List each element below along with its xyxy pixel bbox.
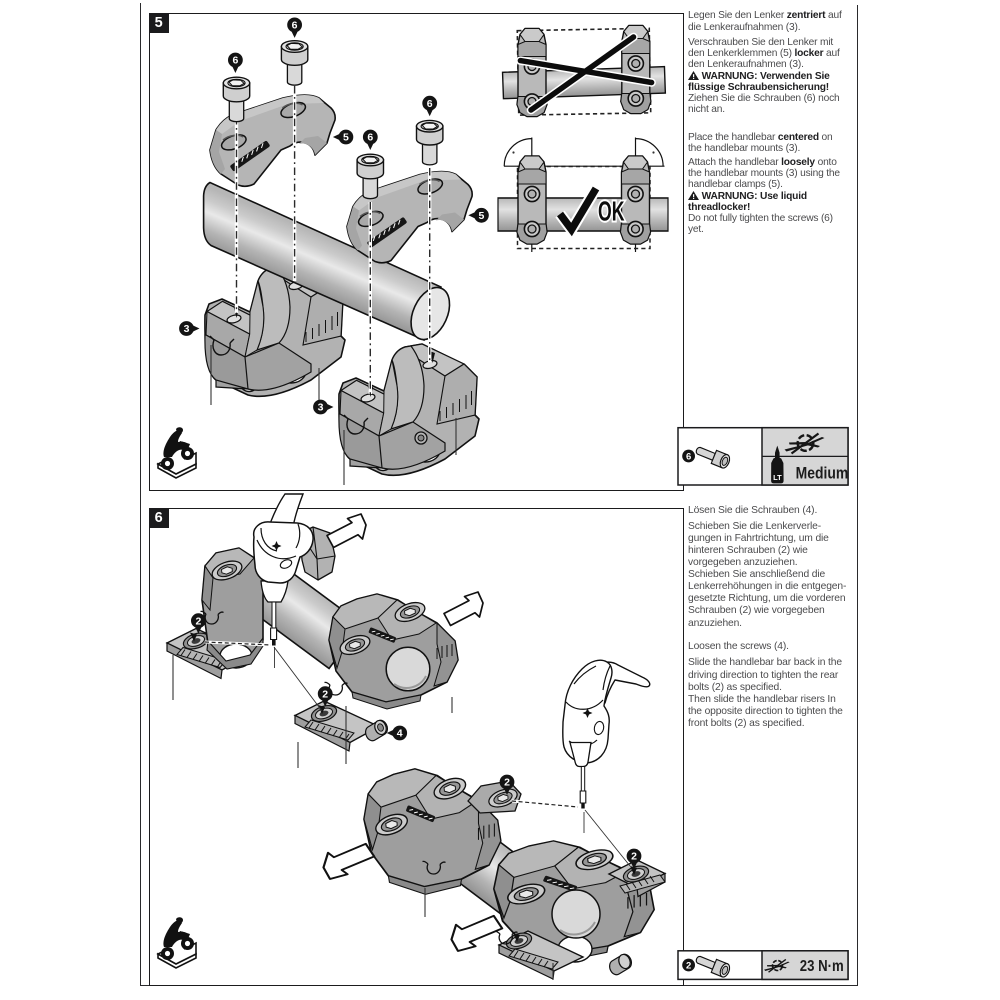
svg-text:2: 2 [322,688,328,700]
svg-text:6: 6 [686,451,691,462]
svg-text:2: 2 [504,777,510,789]
svg-text:3: 3 [184,323,190,335]
svg-text:23 N·m: 23 N·m [800,958,844,975]
svg-text:3: 3 [318,402,324,414]
svg-text:6: 6 [367,132,373,144]
svg-text:6: 6 [232,55,238,67]
svg-text:Medium: Medium [796,464,849,483]
svg-text:5: 5 [343,132,349,144]
svg-text:2: 2 [195,615,201,627]
svg-text:4: 4 [397,728,403,740]
svg-text:2: 2 [686,960,691,971]
svg-text:5: 5 [478,210,484,222]
svg-text:OK: OK [598,195,625,226]
svg-text:2: 2 [631,851,637,863]
svg-text:6: 6 [427,98,433,110]
svg-text:6: 6 [292,20,298,32]
svg-text:LT: LT [773,473,782,482]
